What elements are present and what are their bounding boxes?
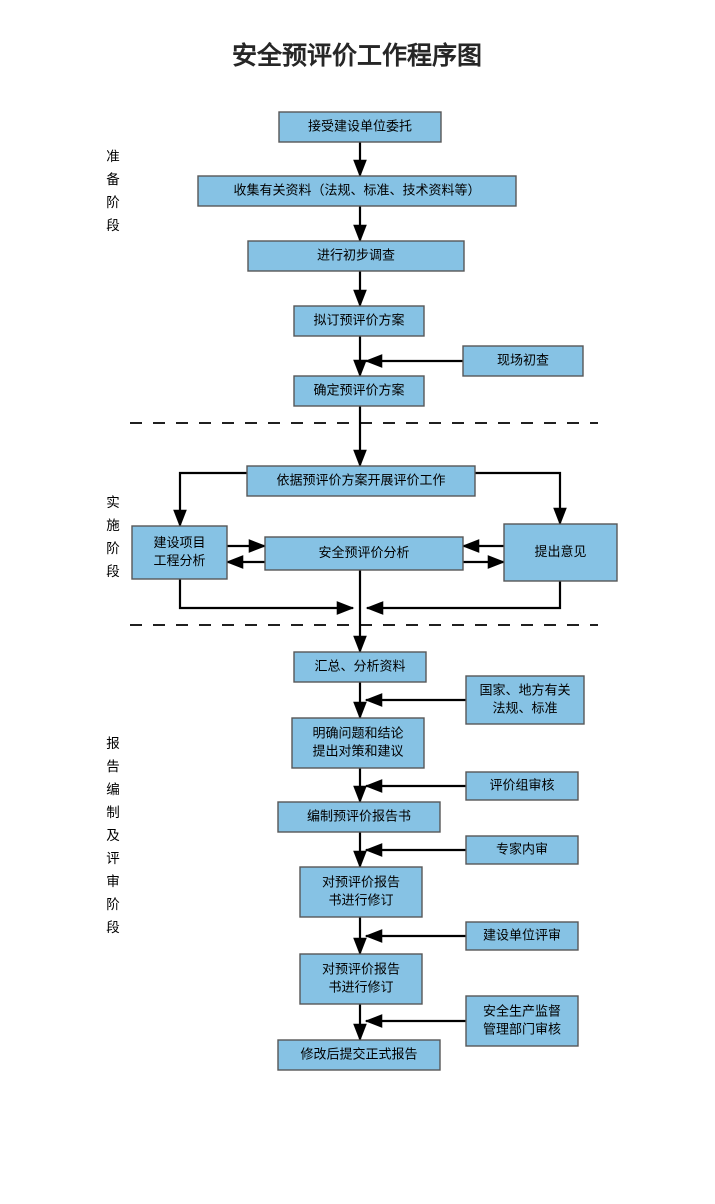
- node-preliminary-survey[interactable]: 进行初步调查: [247, 240, 465, 272]
- node-submit-final-report[interactable]: 修改后提交正式报告: [277, 1039, 441, 1071]
- node-construction-unit-review-box[interactable]: [465, 921, 579, 951]
- node-construction-unit-review[interactable]: 建设单位评审: [465, 921, 579, 951]
- node-summarize-analyze[interactable]: 汇总、分析资料: [293, 651, 427, 683]
- node-revise-report-2-label: 书进行修订: [328, 981, 393, 996]
- stage-implementation-char: 阶: [106, 541, 120, 557]
- stage-report-char: 制: [106, 805, 120, 821]
- stage-preparation-char: 段: [106, 218, 120, 234]
- stage-divider-group: [130, 422, 598, 626]
- node-confirm-plan-box[interactable]: [293, 375, 425, 407]
- node-site-inspection-box[interactable]: [462, 345, 584, 377]
- stage-report-char: 段: [106, 920, 120, 936]
- node-safety-analysis-label: 安全预评价分析: [318, 545, 409, 561]
- node-compile-report-box[interactable]: [277, 801, 441, 833]
- stage-preparation-char: 备: [106, 171, 120, 188]
- node-assessment-group-review-label: 评价组审核: [489, 779, 554, 794]
- flow-opinions-loop-back: [365, 581, 562, 615]
- node-laws-standards-label: 法规、标准: [492, 702, 557, 717]
- node-collect-materials-label: 收集有关资料（法规、标准、技术资料等）: [233, 183, 480, 199]
- node-clarify-conclusions-label: 明确问题和结论: [312, 727, 403, 742]
- node-draft-plan-label: 拟订预评价方案: [313, 313, 404, 329]
- node-expert-internal-review-label: 专家内审: [496, 842, 548, 858]
- node-preliminary-survey-box[interactable]: [247, 240, 465, 272]
- node-compile-report[interactable]: 编制预评价报告书: [277, 801, 441, 833]
- node-summarize-analyze-box[interactable]: [293, 651, 427, 683]
- node-submit-final-report-label: 修改后提交正式报告: [300, 1047, 417, 1063]
- node-assessment-group-review[interactable]: 评价组审核: [465, 771, 579, 801]
- stage-preparation-char: 阶: [106, 195, 120, 211]
- flow-carryout-to-project: [173, 471, 247, 528]
- node-site-inspection-label: 现场初查: [497, 354, 549, 369]
- page-title: 安全预评价工作程序图: [232, 41, 482, 70]
- node-submit-final-report-box[interactable]: [277, 1039, 441, 1071]
- node-draft-plan-box[interactable]: [293, 305, 425, 337]
- node-revise-report-2-label: 对预评价报告: [322, 963, 400, 978]
- node-raise-opinions-label: 提出意见: [534, 544, 586, 560]
- node-preliminary-survey-label: 进行初步调查: [317, 249, 395, 264]
- stage-report-char: 告: [106, 759, 120, 775]
- node-collect-materials[interactable]: 收集有关资料（法规、标准、技术资料等）: [197, 175, 517, 207]
- node-safety-supervision-label: 管理部门审核: [483, 1023, 561, 1038]
- stage-preparation-char: 准: [106, 149, 120, 165]
- node-safety-analysis[interactable]: 安全预评价分析: [264, 536, 464, 571]
- node-clarify-conclusions-label: 提出对策和建议: [312, 744, 403, 760]
- stage-implementation-char: 实: [106, 495, 120, 511]
- node-collect-materials-box[interactable]: [197, 175, 517, 207]
- node-laws-standards-label: 国家、地方有关: [479, 683, 570, 699]
- node-confirm-plan-label: 确定预评价方案: [313, 383, 404, 399]
- node-project-engineering-label: 建设项目: [153, 536, 205, 551]
- flow-project-loop-back: [178, 579, 355, 615]
- node-accept-commission-label: 接受建设单位委托: [308, 119, 412, 135]
- stage-report-char: 及: [106, 828, 120, 844]
- node-assessment-group-review-box[interactable]: [465, 771, 579, 801]
- node-accept-commission-box[interactable]: [278, 111, 442, 143]
- node-safety-supervision-label: 安全生产监督: [483, 1004, 561, 1020]
- node-expert-internal-review-box[interactable]: [465, 835, 579, 865]
- node-confirm-plan[interactable]: 确定预评价方案: [293, 375, 425, 407]
- node-raise-opinions[interactable]: 提出意见: [503, 523, 618, 582]
- node-expert-internal-review[interactable]: 专家内审: [465, 835, 579, 865]
- node-carry-out-assessment-box[interactable]: [246, 465, 476, 497]
- stage-implementation-char: 段: [106, 564, 120, 580]
- node-laws-standards-box[interactable]: [465, 675, 585, 725]
- node-project-engineering-label: 工程分析: [153, 554, 205, 569]
- stage-report-char: 阶: [106, 897, 120, 913]
- node-revise-report-1-box[interactable]: [299, 866, 423, 918]
- node-accept-commission[interactable]: 接受建设单位委托: [278, 111, 442, 143]
- stage-report-char: 报: [106, 736, 120, 752]
- node-revise-report-1-label: 书进行修订: [328, 894, 393, 909]
- stage-report-char: 编: [106, 782, 120, 798]
- node-site-inspection[interactable]: 现场初查: [462, 345, 584, 377]
- stage-report-char: 审: [106, 874, 120, 890]
- node-summarize-analyze-label: 汇总、分析资料: [314, 660, 405, 675]
- node-clarify-conclusions-box[interactable]: [291, 717, 425, 769]
- stage-implementation-char: 施: [106, 518, 120, 534]
- node-revise-report-1-label: 对预评价报告: [322, 876, 400, 891]
- node-construction-unit-review-label: 建设单位评审: [483, 929, 561, 944]
- flow-carryout-to-opinions: [475, 471, 567, 526]
- connector-group: [173, 142, 567, 1042]
- node-draft-plan[interactable]: 拟订预评价方案: [293, 305, 425, 337]
- node-safety-supervision-box[interactable]: [465, 995, 579, 1047]
- node-compile-report-label: 编制预评价报告书: [307, 810, 411, 825]
- node-safety-analysis-box[interactable]: [264, 536, 464, 571]
- node-project-engineering-box[interactable]: [131, 525, 228, 580]
- stage-report-char: 评: [106, 851, 120, 867]
- node-carry-out-assessment-label: 依据预评价方案开展评价工作: [276, 473, 445, 489]
- node-raise-opinions-box[interactable]: [503, 523, 618, 582]
- node-revise-report-2-box[interactable]: [299, 953, 423, 1005]
- node-carry-out-assessment[interactable]: 依据预评价方案开展评价工作: [246, 465, 476, 497]
